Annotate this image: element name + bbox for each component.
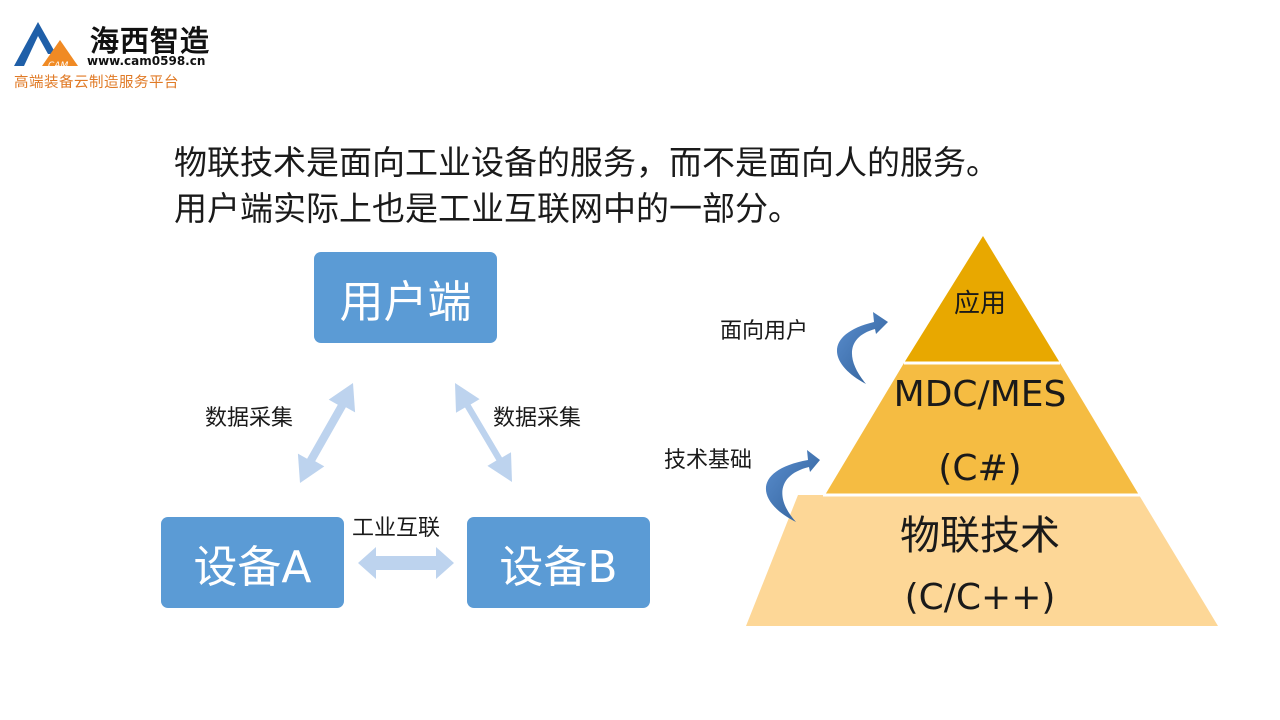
data-collection-label-right: 数据采集 — [493, 406, 582, 431]
facing-users-label: 面向用户 — [720, 319, 809, 344]
industrial-interconnect-label: 工业互联 — [352, 516, 441, 541]
pyramid-middle-layer — [825, 363, 1139, 495]
user-terminal-box: 用户端 — [314, 252, 497, 343]
headline-line-2: 用户端实际上也是工业互联网中的一部分。 — [174, 189, 801, 228]
brand-logo: CAM 海西智造 www.cam0598.cn 高端装备云制造服务平台 — [12, 16, 212, 91]
logo-url: www.cam0598.cn — [87, 54, 206, 68]
curved-arrow-facing-users-icon — [836, 312, 888, 384]
tech-foundation-label: 技术基础 — [664, 448, 753, 473]
logo-mark-text: CAM — [48, 61, 68, 70]
device-b-box: 设备B — [467, 517, 650, 608]
pyramid-csharp-label: (C#) — [938, 448, 1022, 489]
pyramid-top-layer — [904, 236, 1060, 363]
pyramid-iot-label: 物联技术 — [900, 513, 1060, 559]
pyramid-application-label: 应用 — [953, 289, 1006, 319]
arrow-device-a-device-b — [358, 547, 454, 579]
logo-title: 海西智造 — [90, 24, 211, 58]
headline-line-1: 物联技术是面向工业设备的服务，而不是面向人的服务。 — [174, 143, 999, 182]
arrow-user-device-a — [297, 383, 356, 483]
pyramid-cpp-label: (C/C++) — [904, 577, 1056, 618]
logo-mark-icon: CAM — [14, 22, 78, 70]
device-a-box: 设备A — [161, 517, 344, 608]
curved-arrow-tech-foundation-icon — [765, 450, 820, 522]
data-collection-label-left: 数据采集 — [205, 406, 294, 431]
arrow-user-device-b — [455, 383, 512, 482]
pyramid-bottom-layer — [746, 495, 1218, 626]
logo-slogan: 高端装备云制造服务平台 — [14, 75, 179, 91]
pyramid-mdc-mes-label: MDC/MES — [893, 374, 1067, 415]
